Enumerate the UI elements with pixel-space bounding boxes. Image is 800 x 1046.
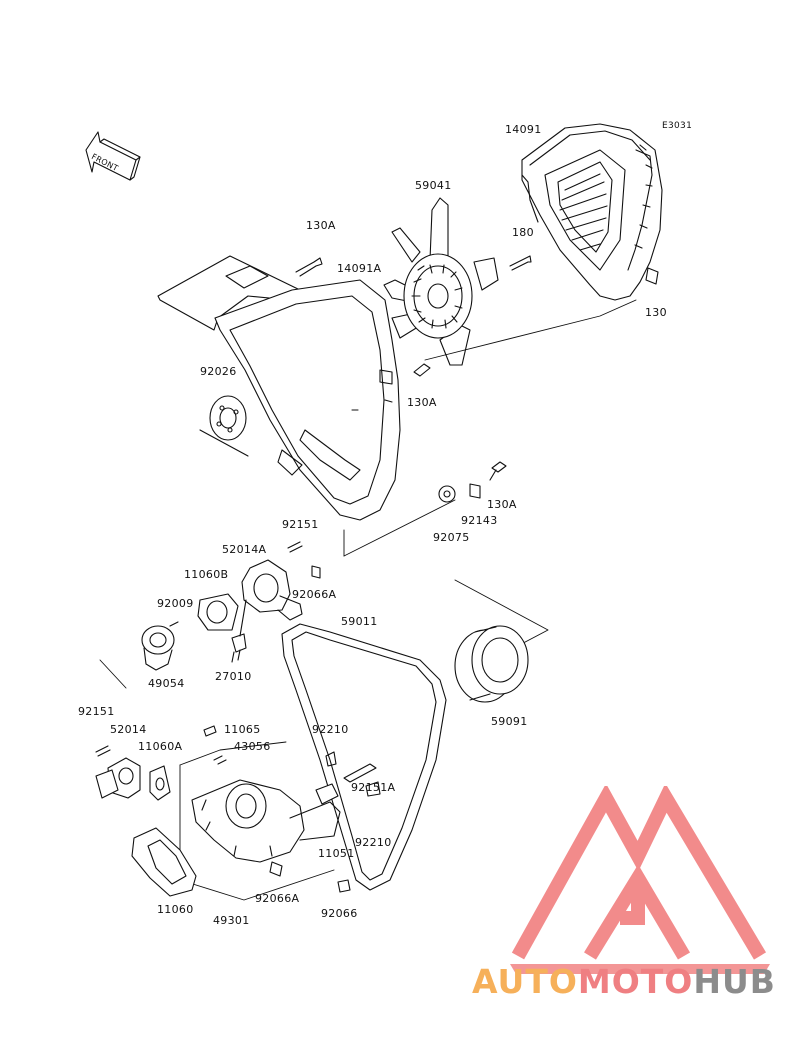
water-outlet <box>95 745 141 799</box>
part-number-label[interactable]: 92143 <box>461 514 498 527</box>
part-number-label[interactable]: 130A <box>407 396 437 409</box>
part-number-label[interactable]: 92151 <box>78 705 115 718</box>
part-number-label[interactable]: 92210 <box>355 836 392 849</box>
part-number-label[interactable]: 92075 <box>433 531 470 544</box>
part-number-label[interactable]: 92151 <box>282 518 319 531</box>
part-number-label[interactable]: 11065 <box>224 723 261 736</box>
part-number-label[interactable]: 130A <box>306 219 336 232</box>
part-number-label[interactable]: 92026 <box>200 365 237 378</box>
part-number-label[interactable]: 11060A <box>138 740 183 753</box>
thermostat-housing-upper <box>241 541 321 621</box>
part-number-label[interactable]: 92210 <box>312 723 349 736</box>
front-arrow-icon <box>85 131 141 181</box>
part-number-label[interactable]: 11051 <box>318 847 355 860</box>
part-number-label[interactable]: 92009 <box>157 597 194 610</box>
gasket-11060 <box>131 827 197 897</box>
fan-shroud <box>521 123 663 301</box>
small-plug <box>203 725 217 737</box>
part-number-label[interactable]: 180 <box>512 226 534 239</box>
pulley-flange <box>199 395 249 457</box>
part-number-label[interactable]: 59011 <box>341 615 378 628</box>
part-number-label[interactable]: 11060 <box>157 903 194 916</box>
thermostat <box>141 621 179 671</box>
part-number-label[interactable]: 11060B <box>184 568 229 581</box>
cooling-fan <box>383 197 499 366</box>
brand-moto: MOTO <box>577 962 694 1001</box>
diagram-code: E3031 <box>662 121 693 131</box>
belt-guard <box>157 255 401 521</box>
part-number-label[interactable]: 14091 <box>505 123 542 136</box>
part-number-label[interactable]: 52014A <box>222 543 267 556</box>
part-number-label[interactable]: 130A <box>487 498 517 511</box>
v-belt <box>281 623 447 891</box>
spacer-nut <box>438 483 481 503</box>
gasket-11060a <box>149 765 171 801</box>
part-number-label[interactable]: 14091A <box>337 262 382 275</box>
part-number-label[interactable]: 27010 <box>215 670 252 683</box>
gasket-11060b <box>197 593 239 631</box>
crank-pulley <box>454 625 529 703</box>
part-number-label[interactable]: 92066A <box>255 892 300 905</box>
part-number-label[interactable]: 92066 <box>321 907 358 920</box>
part-number-label[interactable]: 92066A <box>292 588 337 601</box>
part-number-label[interactable]: 43056 <box>234 740 271 753</box>
temp-sensor <box>231 599 247 663</box>
water-pump <box>191 751 381 893</box>
part-number-label[interactable]: 59041 <box>415 179 452 192</box>
brand-auto: AUTO <box>472 962 578 1001</box>
watermark-brand: AUTOMOTOHUB <box>472 962 776 1001</box>
part-number-label[interactable]: 130 <box>645 306 667 319</box>
part-number-label[interactable]: 92151A <box>351 781 396 794</box>
watermark-logo-icon <box>510 786 770 974</box>
part-number-label[interactable]: 52014 <box>110 723 147 736</box>
part-number-label[interactable]: 49301 <box>213 914 250 927</box>
part-number-label[interactable]: 59091 <box>491 715 528 728</box>
part-number-label[interactable]: 49054 <box>148 677 185 690</box>
bolts-130a <box>295 255 659 481</box>
brand-hub: HUB <box>693 962 776 1001</box>
